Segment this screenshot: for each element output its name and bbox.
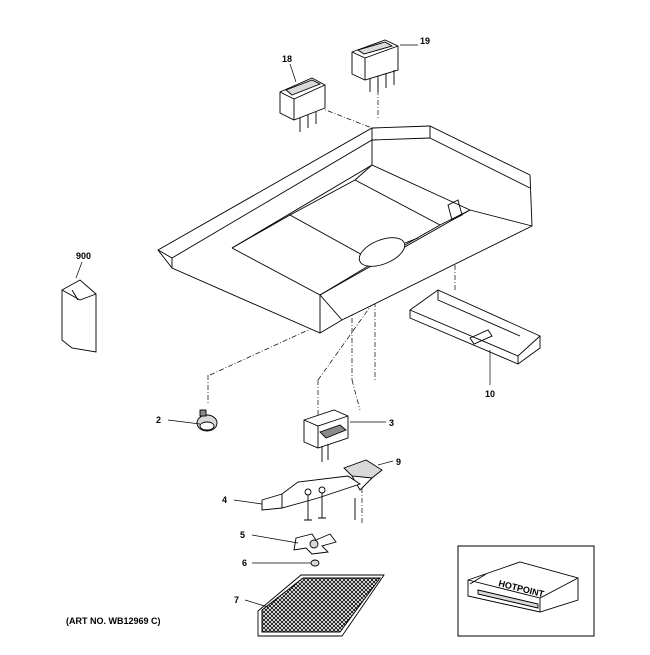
part-3-motor (303, 409, 349, 462)
callout-6: 6 (242, 558, 247, 568)
callout-labels: 19 18 900 10 2 3 9 4 5 6 7 (76, 36, 495, 605)
inset-overview: HOTPOINT (457, 545, 595, 637)
part-7-grease-filter (257, 574, 385, 637)
callout-900: 900 (76, 251, 91, 261)
callout-10: 10 (485, 389, 495, 399)
part-5-fan-blade (293, 533, 337, 555)
part-4-motor-bracket (261, 475, 362, 521)
callout-19: 19 (420, 36, 430, 46)
part-10-trim (409, 289, 541, 365)
callout-4: 4 (222, 495, 227, 505)
callout-18: 18 (282, 54, 292, 64)
callout-3: 3 (389, 418, 394, 428)
part-2-lamp-socket (196, 409, 218, 432)
part-19-switch (351, 39, 399, 92)
range-hood-body (157, 125, 533, 334)
callout-9: 9 (396, 457, 401, 467)
art-number: (ART NO. WB12969 C) (66, 616, 161, 626)
callout-leaders (75, 44, 491, 608)
part-900-manual (61, 279, 97, 353)
callout-5: 5 (240, 530, 245, 540)
callout-2: 2 (156, 415, 161, 425)
part-6-nut (310, 559, 320, 567)
callout-7: 7 (234, 595, 239, 605)
part-9-bracket (343, 459, 383, 520)
part-18-switch (279, 77, 326, 132)
